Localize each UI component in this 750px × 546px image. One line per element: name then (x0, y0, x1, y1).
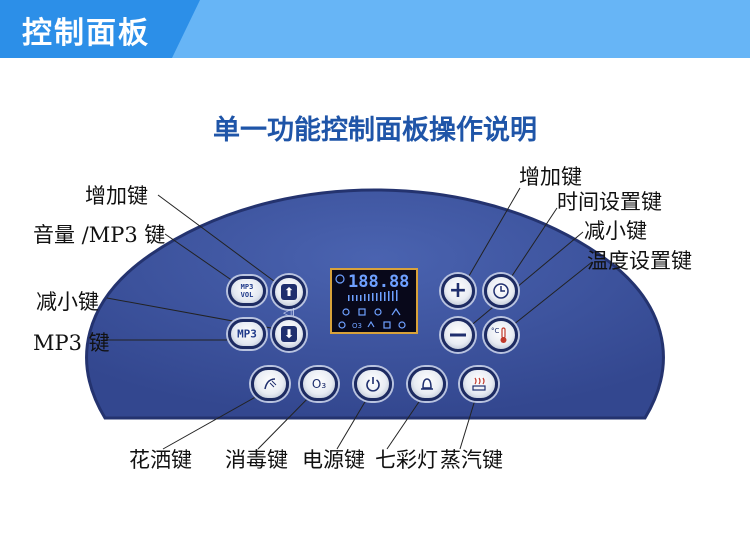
power-button[interactable] (354, 367, 392, 401)
bell-light-icon (421, 378, 433, 390)
leader-volume (164, 233, 244, 289)
speaker-icon: ◁| (283, 306, 296, 319)
left-decrease-button[interactable]: ⬇ (272, 317, 306, 351)
time-setting-button[interactable] (484, 274, 518, 308)
clock-icon (493, 283, 509, 299)
label-left-decrease: 减小键 (36, 290, 99, 314)
ozone-label: O₃ (311, 377, 327, 391)
temperature-setting-button[interactable]: °C (484, 318, 518, 352)
power-icon (366, 377, 380, 392)
leader-left-increase (157, 194, 283, 288)
label-steam: 蒸汽键 (440, 448, 503, 472)
label-disinfect: 消毒键 (225, 448, 288, 472)
mp3-vol-button[interactable]: MP3 VOL (228, 276, 266, 306)
label-shower: 花洒键 (129, 448, 192, 472)
display-digits: 188.88 (348, 272, 410, 292)
label-right-decrease: 减小键 (584, 219, 647, 243)
leader-disinfect (257, 389, 317, 450)
mp3vol-bottom-label: VOL (240, 291, 254, 299)
thermometer-icon: °C (491, 327, 507, 343)
mp3vol-top-label: MP3 (240, 283, 254, 291)
label-power: 电源键 (302, 448, 365, 472)
minus-icon (450, 333, 466, 337)
steam-icon (472, 377, 486, 391)
header-bar: 控制面板 (0, 0, 750, 58)
header-tab (0, 0, 200, 58)
mp3-button[interactable]: MP3 (228, 319, 266, 349)
label-time-setting: 时间设置键 (557, 190, 662, 214)
lcd-display: 188.88 O3 (330, 268, 418, 334)
leader-temp (502, 261, 593, 334)
disinfect-button[interactable]: O₃ (300, 367, 338, 401)
display-indicators: O3 (335, 274, 406, 330)
label-left-increase: 增加键 (85, 184, 148, 208)
right-decrease-button[interactable] (441, 318, 475, 352)
leader-right-increase (461, 187, 521, 289)
svg-text:°C: °C (491, 327, 500, 335)
leader-time (503, 207, 558, 289)
label-volume-mp3: 音量 /MP3 键 (33, 223, 166, 247)
label-mp3: MP3 键 (33, 331, 110, 355)
label-color-light: 七彩灯 (375, 448, 438, 472)
steam-button[interactable] (460, 367, 498, 401)
shower-icon (264, 378, 277, 390)
color-light-button[interactable] (408, 367, 446, 401)
leader-right-decrease (461, 231, 584, 334)
up-arrow-icon: ⬆ (281, 284, 297, 300)
mp3-button-label: MP3 (237, 327, 257, 341)
right-increase-button[interactable]: + (441, 274, 475, 308)
down-arrow-icon: ⬇ (281, 326, 297, 342)
page-title: 控制面板 (22, 16, 150, 51)
section-subtitle: 单一功能控制面板操作说明 (213, 115, 537, 146)
shower-button[interactable] (251, 367, 289, 401)
label-temp-setting: 温度设置键 (587, 249, 692, 273)
leader-shower (162, 389, 269, 450)
label-right-increase: 增加键 (519, 165, 582, 189)
svg-text:O3: O3 (352, 322, 362, 330)
left-increase-button[interactable]: ⬆ (272, 275, 306, 309)
plus-icon: + (448, 278, 468, 303)
